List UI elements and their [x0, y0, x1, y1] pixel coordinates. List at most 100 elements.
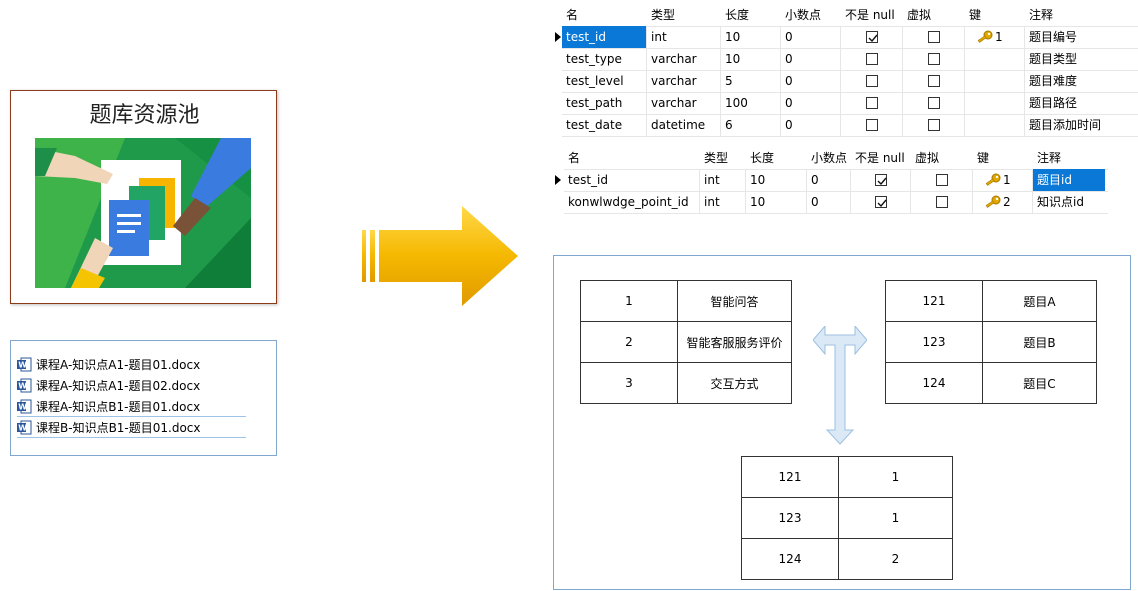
column-header[interactable]: 小数点 [785, 8, 822, 22]
field-decimals[interactable]: 0 [785, 52, 793, 66]
column-header[interactable]: 虚拟 [915, 151, 940, 165]
column-divider [964, 26, 965, 136]
not-null-checkbox[interactable] [866, 53, 878, 65]
row-divider [562, 70, 1138, 71]
field-decimals[interactable]: 0 [785, 74, 793, 88]
table-cell: 1 [580, 280, 678, 322]
column-header[interactable]: 不是 null [855, 151, 905, 165]
column-header[interactable]: 不是 null [845, 8, 895, 22]
column-header[interactable]: 名 [566, 8, 579, 22]
virtual-checkbox[interactable] [928, 53, 940, 65]
column-header[interactable]: 长度 [725, 8, 750, 22]
pool-title: 题库资源池 [89, 103, 200, 128]
table-cell: 2 [580, 321, 678, 363]
field-comment[interactable]: 知识点id [1037, 195, 1084, 209]
field-length[interactable]: 5 [725, 74, 733, 88]
virtual-checkbox[interactable] [928, 75, 940, 87]
column-header[interactable]: 注释 [1029, 8, 1054, 22]
not-null-checkbox[interactable] [866, 75, 878, 87]
svg-text:W: W [18, 381, 27, 390]
table-row: 121 题目A [885, 280, 1097, 322]
not-null-checkbox[interactable] [866, 31, 878, 43]
field-type[interactable]: int [704, 173, 720, 187]
not-null-checkbox[interactable] [875, 174, 887, 186]
column-header[interactable]: 长度 [750, 151, 775, 165]
field-decimals[interactable]: 0 [785, 30, 793, 44]
table-row: 124 2 [741, 538, 953, 580]
row-divider [564, 169, 1108, 170]
virtual-checkbox[interactable] [928, 119, 940, 131]
field-name[interactable]: test_type [566, 52, 622, 66]
field-length[interactable]: 10 [725, 52, 741, 66]
field-type[interactable]: varchar [651, 96, 697, 110]
field-type[interactable]: datetime [651, 118, 706, 132]
file-name: 课程A-知识点A1-题目02.docx [36, 378, 201, 393]
field-comment[interactable]: 题目难度 [1029, 74, 1078, 88]
column-header[interactable]: 类型 [704, 151, 729, 165]
virtual-checkbox[interactable] [936, 196, 948, 208]
file-item[interactable]: W 课程A-知识点A1-题目02.docx [17, 375, 200, 395]
knowledge-point-table: 1 智能问答 2 智能客服服务评价 3 交互方式 [580, 280, 792, 404]
column-header[interactable]: 小数点 [811, 151, 848, 165]
virtual-checkbox[interactable] [928, 31, 940, 43]
field-name[interactable]: test_level [566, 74, 624, 88]
field-type[interactable]: int [651, 30, 667, 44]
table-cell: 智能问答 [677, 280, 792, 322]
file-name: 课程A-知识点A1-题目01.docx [36, 357, 201, 372]
key-order: 2 [1003, 195, 1011, 209]
field-name[interactable]: test_id [562, 26, 647, 48]
not-null-checkbox[interactable] [866, 119, 878, 131]
field-comment[interactable]: 题目类型 [1029, 52, 1078, 66]
field-name[interactable]: konwlwdge_point_id [568, 195, 689, 209]
column-divider [720, 26, 721, 136]
word-document-icon: W [17, 420, 32, 434]
not-null-checkbox[interactable] [875, 196, 887, 208]
svg-text:W: W [18, 423, 27, 432]
field-length[interactable]: 10 [725, 30, 741, 44]
table-cell: 124 [741, 538, 839, 580]
field-decimals[interactable]: 0 [785, 96, 793, 110]
field-name[interactable]: test_path [566, 96, 623, 110]
virtual-checkbox[interactable] [928, 97, 940, 109]
field-length[interactable]: 10 [750, 195, 766, 209]
google-docs-illustration [35, 138, 251, 288]
virtual-checkbox[interactable] [936, 174, 948, 186]
field-comment[interactable]: 题目编号 [1029, 30, 1078, 44]
table-row: 123 1 [741, 497, 953, 539]
column-header[interactable]: 虚拟 [907, 8, 932, 22]
field-type[interactable]: varchar [651, 74, 697, 88]
file-item[interactable]: W 课程A-知识点B1-题目01.docx [17, 396, 200, 416]
field-type[interactable]: int [704, 195, 720, 209]
column-header[interactable]: 类型 [651, 8, 676, 22]
column-header[interactable]: 名 [568, 151, 581, 165]
table-cell: 2 [838, 538, 953, 580]
word-document-icon: W [17, 378, 32, 392]
field-length[interactable]: 6 [725, 118, 733, 132]
field-name[interactable]: test_date [566, 118, 623, 132]
column-divider [745, 169, 746, 213]
file-name: 课程A-知识点B1-题目01.docx [36, 399, 201, 414]
primary-key-icon [985, 195, 1001, 209]
column-header[interactable]: 键 [977, 151, 990, 165]
field-length[interactable]: 100 [725, 96, 748, 110]
file-name: 课程B-知识点B1-题目01.docx [36, 420, 201, 435]
table-cell: 1 [838, 497, 953, 539]
field-comment[interactable]: 题目添加时间 [1029, 118, 1102, 132]
current-row-pointer-icon [555, 32, 561, 42]
field-comment[interactable]: 题目路径 [1029, 96, 1078, 110]
field-decimals[interactable]: 0 [811, 195, 819, 209]
file-item[interactable]: W 课程B-知识点B1-题目01.docx [17, 416, 246, 438]
row-divider [562, 26, 1138, 27]
column-header[interactable]: 键 [969, 8, 982, 22]
field-comment[interactable]: 题目id [1033, 169, 1105, 191]
column-header[interactable]: 注释 [1037, 151, 1062, 165]
field-decimals[interactable]: 0 [811, 173, 819, 187]
file-item[interactable]: W 课程A-知识点A1-题目01.docx [17, 354, 200, 374]
field-name[interactable]: test_id [568, 173, 608, 187]
field-type[interactable]: varchar [651, 52, 697, 66]
field-length[interactable]: 10 [750, 173, 766, 187]
mapping-table: 121 1 123 1 124 2 [741, 456, 953, 580]
not-null-checkbox[interactable] [866, 97, 878, 109]
field-decimals[interactable]: 0 [785, 118, 793, 132]
